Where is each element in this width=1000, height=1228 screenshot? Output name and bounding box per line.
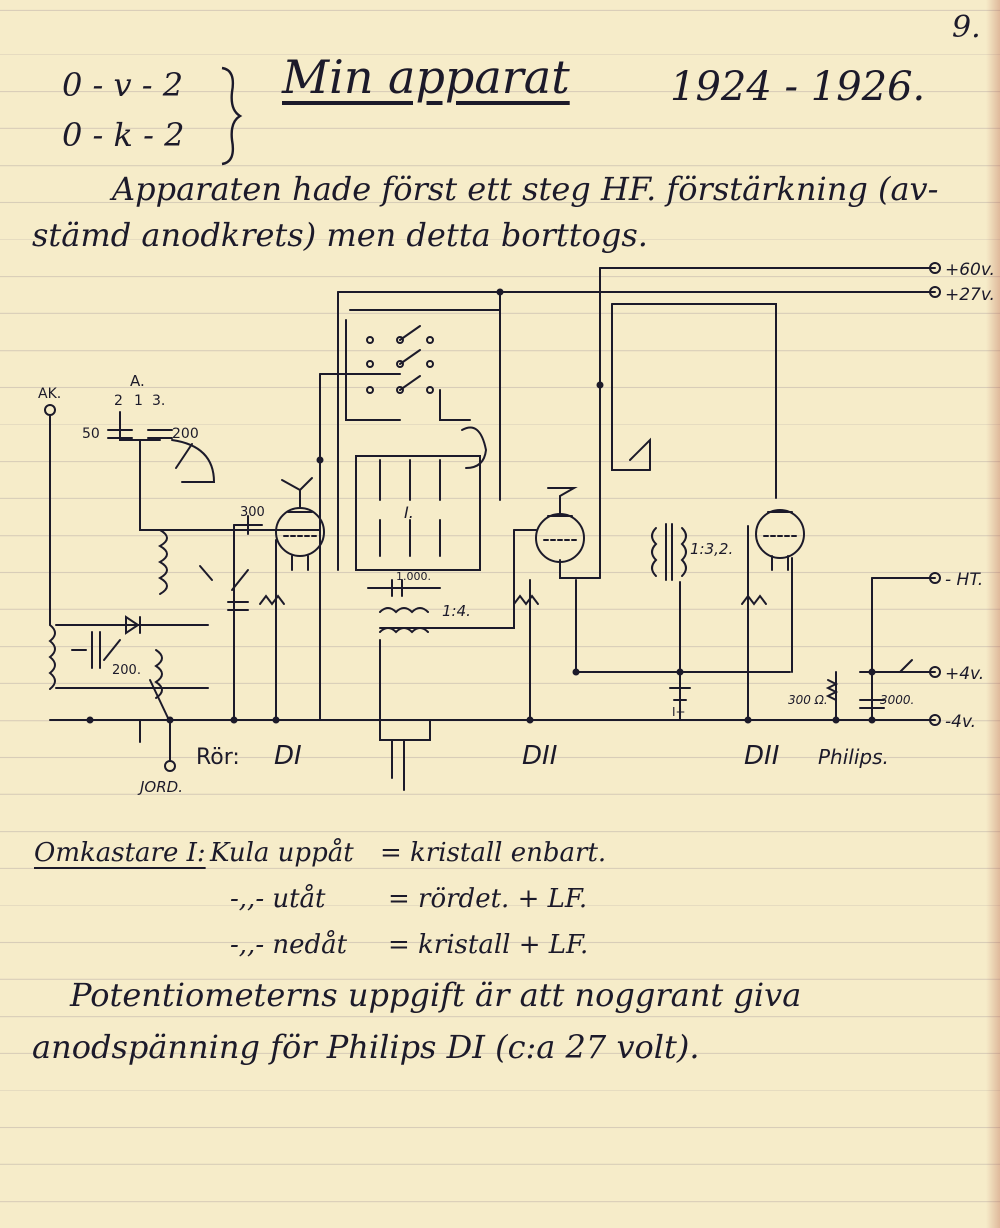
terminal-plus-60: +60v. [945,260,995,280]
tubes-label: Rör: [196,745,240,770]
intro-line-2: stämd anodkrets) men detta borttogs. [32,216,648,254]
legend-row-2-key: -,,- utåt [230,884,326,914]
mode-2: 0 - k - 2 [62,116,185,154]
tube-3-maker: Philips. [818,745,889,769]
mode-brace [221,66,243,166]
legend-heading: Omkastare I: [34,838,206,868]
terminal-plus-4: +4v. [945,664,984,684]
cap-200-top-label: 200 [172,426,199,442]
footer-line-2: anodspänning för Philips DI (c:a 27 volt… [32,1028,700,1066]
ratio-1-32-label: 1:3,2. [690,540,733,558]
cap-1000-label: 1.000. [396,570,431,583]
tap-number-2: 2 [114,393,123,409]
switch-i-label: I. [404,503,414,522]
cap-200-bottom-label: 200. [112,663,141,678]
legend-row-3-key: -,,- nedåt [230,930,348,960]
tube-2-label: DII [522,741,557,771]
legend-row-1-key: Kula uppåt [210,838,354,868]
cap-300-label: 300 [240,505,265,520]
footer-line-1: Potentiometerns uppgift är att noggrant … [70,976,802,1014]
battery-plus-label: I+ [672,705,686,719]
page-title: Min apparat [282,50,570,104]
tap-number-1: 1 [134,393,143,409]
terminal-ht: - HT. [945,570,983,590]
legend-row-3-value: = kristall + LF. [388,930,589,960]
cap-50-label: 50 [82,426,100,442]
antenna-tap-label: A. [130,372,145,390]
antenna-label: AK. [38,386,61,402]
intro-line-1: Apparaten hade först ett steg HF. förstä… [112,170,939,208]
tube-1-label: DI [274,741,302,771]
mode-1: 0 - v - 2 [62,66,184,104]
page-edge [986,0,1000,1228]
cap-3000-label: 3000. [880,693,914,707]
legend-row-2-value: = rördet. + LF. [388,884,588,914]
circuit-schematic: +60v. +27v. - HT. +4v. -4v. AK. A. 2 1 3… [38,260,995,796]
legend-row-1-value: = kristall enbart. [380,838,607,868]
terminal-minus-4: -4v. [945,712,976,732]
tube-3-label: DII [744,741,779,771]
page-number: 9. [952,10,981,45]
ratio-1-4-label: 1:4. [442,602,471,620]
page-years: 1924 - 1926. [670,64,926,110]
tap-number-3: 3. [152,393,165,409]
terminal-plus-27: +27v. [945,285,995,305]
earth-label: JORD. [137,778,183,796]
pot-300-label: 300 Ω. [788,693,828,707]
